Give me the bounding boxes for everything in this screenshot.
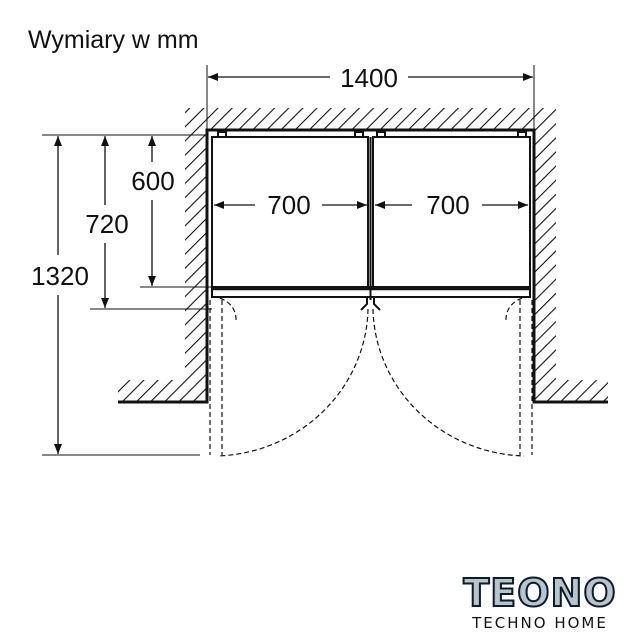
dim-right-unit-width: 700: [426, 190, 469, 220]
logo-sub-text: TECHNO HOME: [472, 614, 608, 632]
fridge-units: [211, 131, 531, 311]
dimension-lines: [54, 73, 533, 454]
dim-total-width: 1400: [340, 63, 398, 93]
dim-depth-with-doors: 720: [85, 209, 128, 239]
dim-depth-doors-open: 1320: [31, 261, 89, 291]
dim-left-unit-width: 700: [267, 190, 310, 220]
diagram-title: Wymiary w mm: [28, 26, 199, 54]
dim-depth-body: 600: [131, 166, 174, 196]
logo-main-text: TEONO: [450, 573, 630, 613]
brand-logo: TEONO TECHNO HOME: [450, 573, 630, 632]
door-swing: [209, 296, 533, 457]
walls: [118, 108, 608, 404]
extension-lines: [42, 65, 535, 456]
